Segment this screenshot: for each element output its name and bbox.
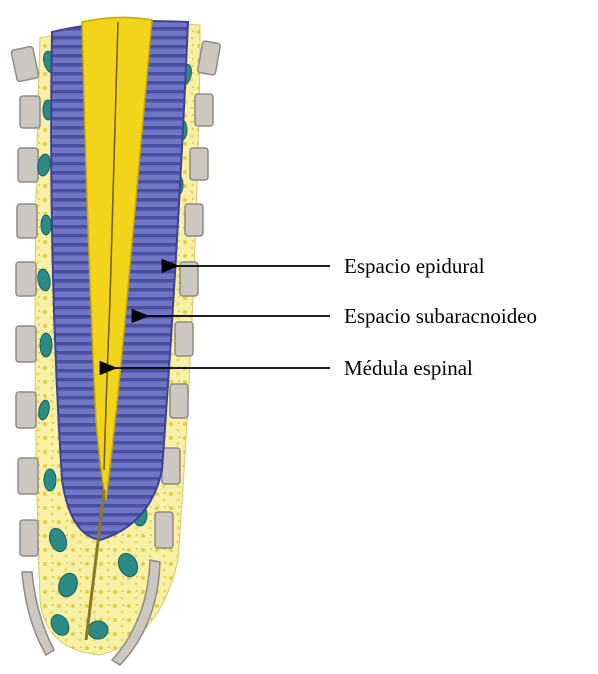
label-spinal-cord: Médula espinal <box>344 356 473 380</box>
label-subarachnoid: Espacio subaracnoideo <box>344 304 537 328</box>
label-epidural: Espacio epidural <box>344 254 485 278</box>
